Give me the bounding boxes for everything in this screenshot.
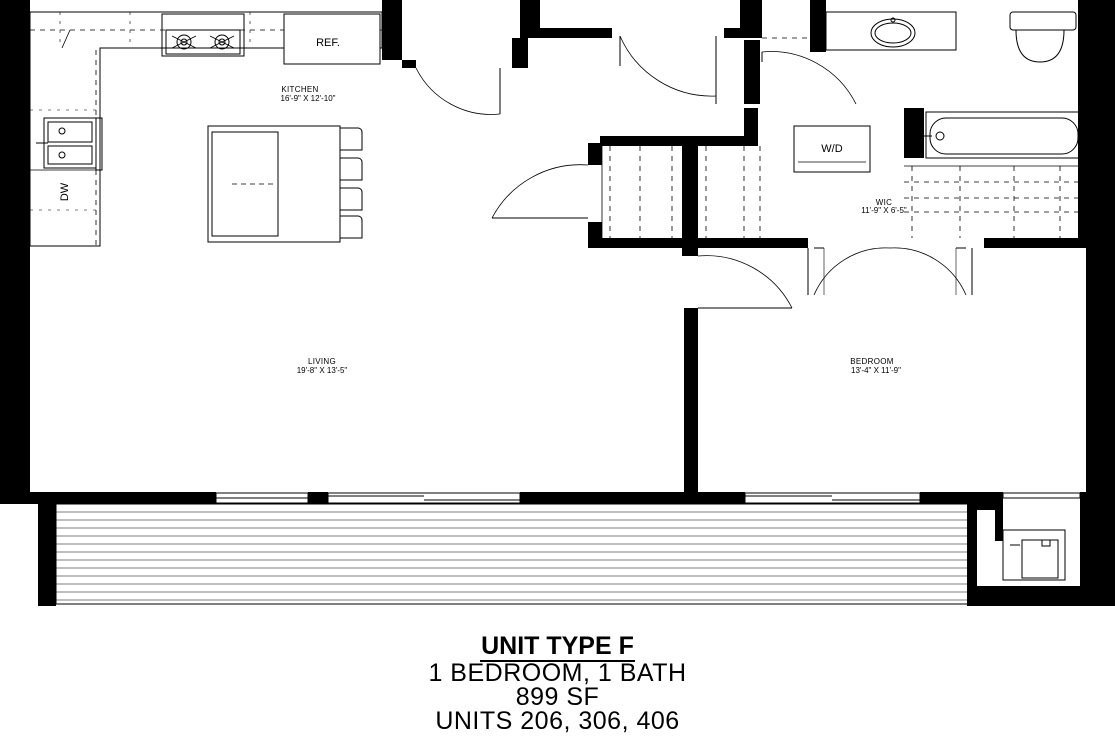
kitchen-island <box>207 125 363 243</box>
bedrooms-baths: 1 BEDROOM, 1 BATH <box>428 659 687 687</box>
refrigerator-label: REF. <box>316 37 340 49</box>
kitchen-name: KITCHEN <box>281 85 318 94</box>
living-dims: 19'-8" X 13'-5" <box>297 366 348 375</box>
kitchen-sink-icon <box>36 117 103 171</box>
wic-name: WIC <box>876 198 892 207</box>
washer-dryer-label: W/D <box>821 143 842 155</box>
washer-dryer: W/D <box>793 125 871 173</box>
balcony <box>55 503 969 605</box>
windows <box>215 492 1081 504</box>
unit-numbers: UNITS 206, 306, 406 <box>435 707 680 735</box>
mechanical-unit-icon <box>1002 529 1066 581</box>
interior-walls <box>38 40 1115 606</box>
closet-shelving <box>601 146 1086 238</box>
bedroom-dims: 13'-4" X 11'-9" <box>851 366 901 375</box>
bathroom-fixtures <box>762 11 1085 159</box>
exterior-walls <box>0 0 1115 504</box>
square-footage: 899 SF <box>515 683 600 711</box>
living-name: LIVING <box>308 357 336 366</box>
kitchen-dims: 16'-9" X 12'-10" <box>281 94 336 103</box>
doors <box>415 35 973 309</box>
bedroom-name: BEDROOM <box>850 357 893 366</box>
refrigerator: REF. <box>283 13 381 65</box>
unit-type-title-text: UNIT TYPE F <box>480 632 635 662</box>
dishwasher-label: DW <box>59 182 71 201</box>
cooktop-icon <box>161 13 245 57</box>
unit-type-title: UNIT TYPE F <box>0 632 1115 662</box>
room-labels: KITCHEN 16'-9" X 12'-10" LIVING 19'-8" X… <box>281 85 907 375</box>
wic-dims: 11'-9" X 6'-5" <box>861 206 907 215</box>
dishwasher: DW <box>30 169 96 201</box>
